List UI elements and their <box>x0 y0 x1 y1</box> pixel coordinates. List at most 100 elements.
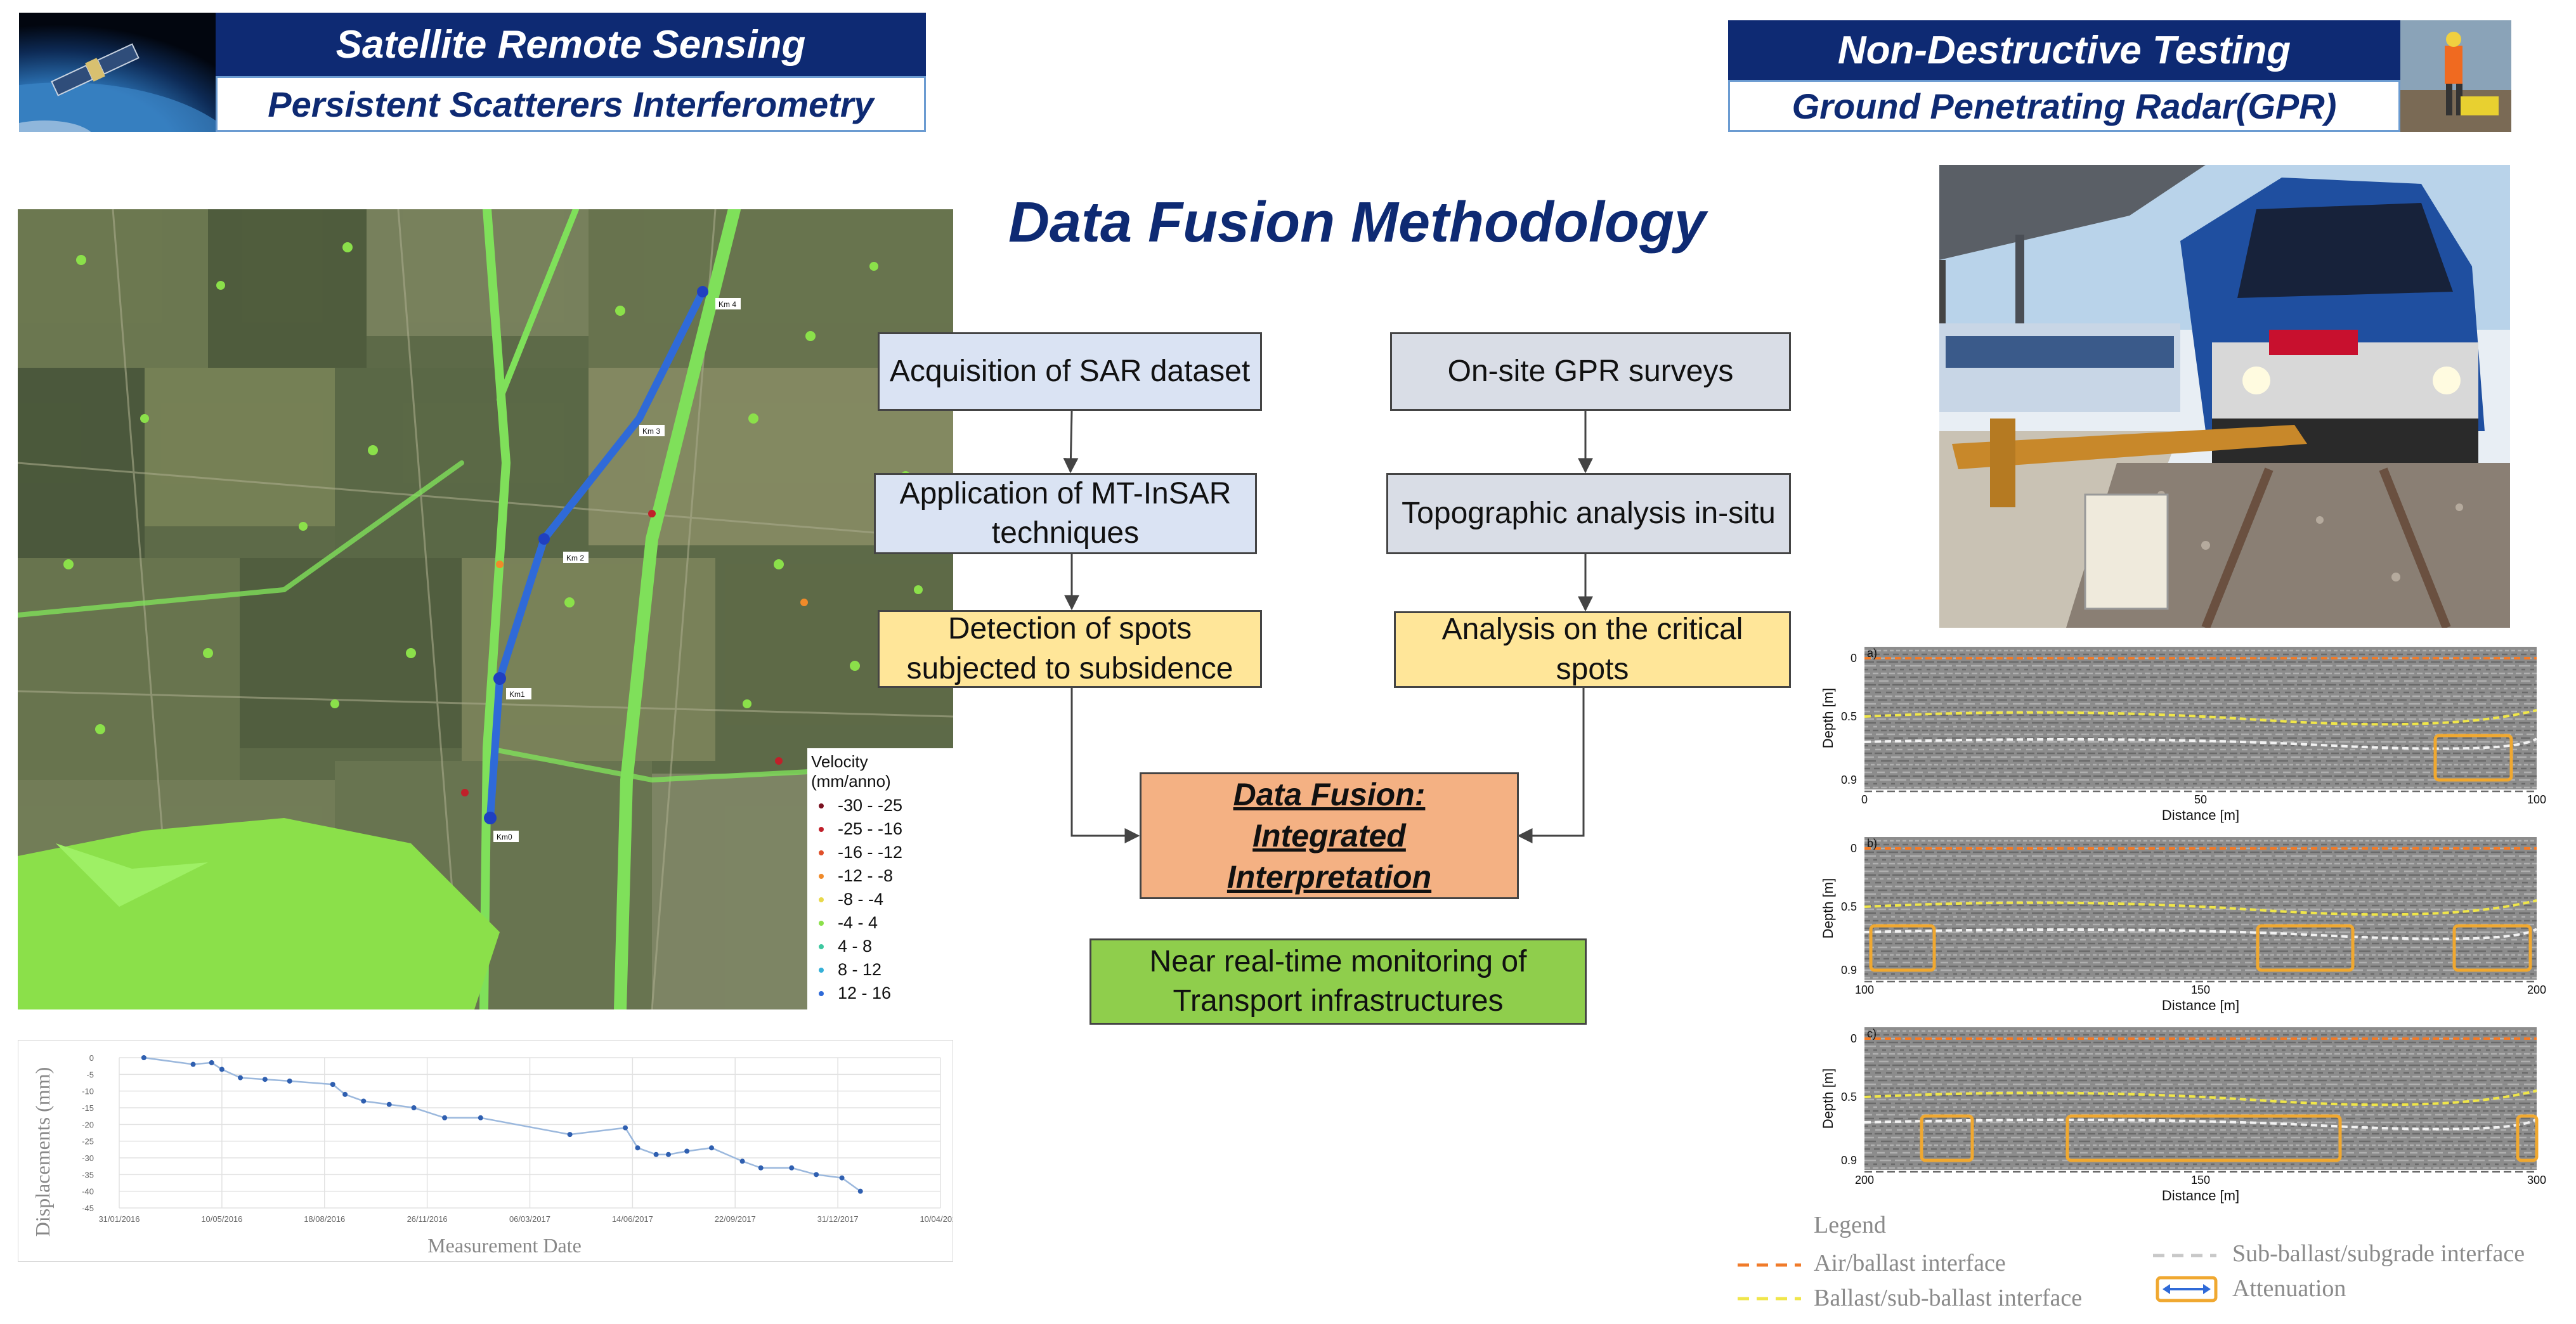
displacement-point <box>478 1115 483 1120</box>
velocity-legend: Velocity (mm/anno) -30 - -25-25 - -16-16… <box>807 748 953 1009</box>
velocity-legend-row: 8 - 12 <box>807 958 953 982</box>
velocity-legend-swatch <box>819 873 824 879</box>
velocity-legend-label: 4 - 8 <box>838 937 873 956</box>
displacement-point <box>653 1152 659 1157</box>
displacement-point <box>219 1067 224 1072</box>
gpr-y-tick-label: 0.5 <box>1841 900 1857 913</box>
satellite-title: Satellite Remote Sensing <box>216 13 926 76</box>
flow-critical-spots: Analysis on the critical spots <box>1394 611 1791 688</box>
velocity-legend-label: 12 - 16 <box>838 983 892 1003</box>
velocity-legend-row: 4 - 8 <box>807 935 953 958</box>
map-marker-km2: Km 2 <box>566 554 584 562</box>
interface-legend: Legend Air/ballast interface Ballast/sub… <box>1731 1211 2568 1319</box>
chart-ylabel: Displacements (mm) <box>31 1067 54 1236</box>
velocity-legend-row: -16 - -12 <box>807 841 953 864</box>
gpr-xlabel: Distance [m] <box>2162 807 2239 823</box>
satellite-subtitle: Persistent Scatterers Interferometry <box>216 76 926 132</box>
displacement-point <box>789 1165 795 1171</box>
ps-velocity-map: Km 4 Km 3 Km 2 Km1 Km0 Velocity (mm/anno… <box>18 209 953 1009</box>
gpr-y-tick-label: 0.9 <box>1841 964 1857 977</box>
y-tick-label: -15 <box>82 1103 94 1113</box>
gpr-x-tick-label: 200 <box>1855 1174 1874 1186</box>
gpr-ylabel: Depth [m] <box>1820 878 1836 938</box>
gpr-y-tick-label: 0.9 <box>1841 774 1857 786</box>
gpr-x-tick-label: 200 <box>2527 983 2546 996</box>
velocity-legend-row: 12 - 16 <box>807 982 953 1005</box>
gpr-panel-tag: a) <box>1867 647 1877 659</box>
ballast-subballast-line <box>1864 899 2537 916</box>
velocity-legend-swatch <box>819 944 824 949</box>
velocity-legend-label: -16 - -12 <box>838 843 903 862</box>
velocity-legend-items: -30 - -25-25 - -16-16 - -12-12 - -8-8 - … <box>807 794 953 1009</box>
x-tick-label: 31/01/2016 <box>98 1214 140 1224</box>
gpr-xlabel: Distance [m] <box>2162 997 2239 1013</box>
x-tick-label: 10/04/2018 <box>920 1214 953 1224</box>
displacement-point <box>839 1175 845 1181</box>
displacement-point <box>857 1188 863 1194</box>
x-tick-label: 26/11/2016 <box>407 1214 448 1224</box>
velocity-legend-row: -30 - -25 <box>807 794 953 817</box>
radargram-image <box>1864 837 2537 980</box>
velocity-legend-swatch <box>819 920 824 926</box>
gpr-ylabel: Depth [m] <box>1820 688 1836 748</box>
gpr-y-tick-label: 0 <box>1851 1032 1857 1045</box>
displacement-point <box>739 1158 745 1164</box>
y-tick-label: -35 <box>82 1170 94 1179</box>
x-tick-label: 14/06/2017 <box>612 1214 653 1224</box>
satellite-thumbnail <box>19 13 216 132</box>
flow-gpr-surveys: On-site GPR surveys <box>1390 332 1791 411</box>
legend-ballast-subballast: Ballast/sub-ballast interface <box>1814 1285 2083 1311</box>
displacement-point <box>567 1132 573 1138</box>
displacement-point <box>287 1078 292 1084</box>
radargram-image <box>1864 1027 2537 1170</box>
displacement-point <box>635 1145 641 1151</box>
velocity-legend-swatch <box>819 967 824 973</box>
flow-mt-insar: Application of MT-InSAR techniques <box>874 473 1257 554</box>
gpr-y-tick-label: 0 <box>1851 842 1857 855</box>
gpr-x-tick-label: 50 <box>2194 793 2207 806</box>
attenuation-box <box>2452 924 2532 972</box>
gpr-x-tick-label: 100 <box>2527 793 2546 806</box>
x-tick-label: 31/12/2017 <box>817 1214 859 1224</box>
velocity-legend-swatch <box>819 850 824 855</box>
displacement-point <box>190 1061 196 1067</box>
displacement-point <box>386 1101 392 1107</box>
velocity-legend-label: 8 - 12 <box>838 960 882 979</box>
velocity-legend-label: -8 - -4 <box>838 890 884 909</box>
attenuation-box <box>2516 1114 2539 1162</box>
displacement-point <box>141 1055 146 1060</box>
gpr-operator-thumbnail <box>2400 20 2511 132</box>
chart-frame <box>17 1039 954 1262</box>
x-tick-label: 10/05/2016 <box>201 1214 242 1224</box>
map-marker-km0: Km0 <box>497 833 512 841</box>
velocity-legend-swatch <box>819 826 824 832</box>
flow-subsidence-detection: Detection of spots subjected to subsiden… <box>878 610 1262 688</box>
y-tick-label: -45 <box>82 1204 94 1213</box>
map-marker-km3: Km 3 <box>642 427 660 436</box>
flow-topographic-analysis: Topographic analysis in-situ <box>1386 473 1791 554</box>
y-tick-label: -25 <box>82 1137 94 1146</box>
legend-air-ballast: Air/ballast interface <box>1814 1250 2006 1276</box>
displacement-point <box>709 1145 715 1151</box>
flow-monitoring: Near real-time monitoring of Transport i… <box>1090 938 1587 1025</box>
velocity-legend-swatch <box>819 803 824 808</box>
displacement-point <box>442 1115 448 1120</box>
legend-subballast-subgrade: Sub-ballast/subgrade interface <box>2232 1240 2525 1267</box>
ndt-title: Non-Destructive Testing <box>1728 20 2400 80</box>
radargram-image <box>1864 647 2537 789</box>
train-gpr-photo <box>1939 165 2510 628</box>
y-tick-label: -30 <box>82 1153 94 1163</box>
velocity-legend-title: Velocity (mm/anno) <box>811 752 891 791</box>
y-tick-label: -5 <box>86 1070 94 1079</box>
x-tick-label: 06/03/2017 <box>509 1214 550 1224</box>
x-tick-label: 22/09/2017 <box>715 1214 756 1224</box>
gpr-xlabel: Distance [m] <box>2162 1188 2239 1204</box>
displacement-point <box>814 1172 819 1178</box>
velocity-legend-label: -30 - -25 <box>838 796 903 815</box>
